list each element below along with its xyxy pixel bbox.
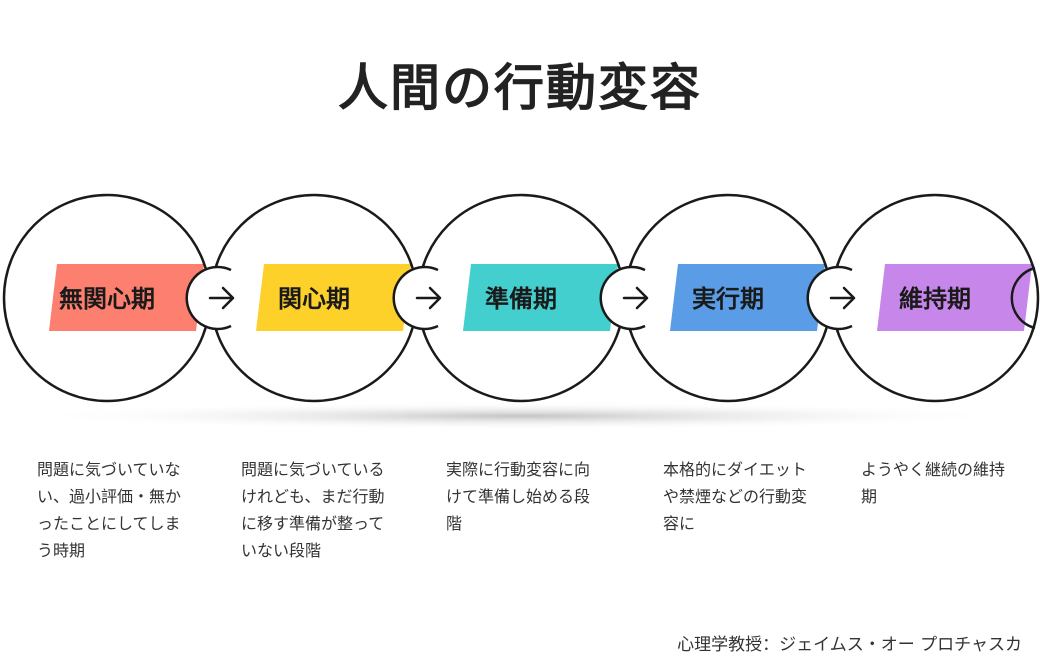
credit-text: 心理学教授：ジェイムス・オー プロチャスカ [677, 635, 1022, 655]
ground-shadow [20, 402, 1020, 430]
arrow-right-icon [622, 286, 649, 310]
stage-description: 問題に気づいているけれども、まだ行動に移す準備が整っていない段階 [241, 460, 385, 560]
stage-description: 実際に行動変容に向けて準備し始める段階 [446, 460, 591, 533]
stage-band [670, 264, 825, 331]
stage-diagram: 無関心期 関心期 準備期 実行期 維持期 [2, 193, 1040, 430]
stage-label: 実行期 [692, 285, 764, 313]
connector-arc [1010, 266, 1036, 330]
connector-arc [806, 265, 853, 331]
stage-label: 維持期 [899, 285, 971, 313]
arrow-right-icon [208, 286, 235, 310]
arrow-right-icon [415, 286, 442, 310]
stage-band [463, 264, 618, 331]
stage-label: 関心期 [278, 285, 350, 313]
connector-arc [599, 265, 646, 331]
stage-band [256, 264, 411, 331]
stage-label: 準備期 [485, 285, 557, 313]
stage-label: 無関心期 [59, 285, 155, 313]
connector-arc [185, 265, 232, 331]
stage-description: ようやく継続の維持期 [861, 460, 1006, 506]
arrow-right-icon [829, 286, 856, 310]
stage-band [49, 264, 204, 331]
page-title: 人間の行動変容 [338, 59, 702, 117]
stage-description: 問題に気づいていない、過小評価・無かったことにしてしまう時期 [37, 460, 182, 560]
stage-description: 本格的にダイエットや禁煙などの行動変容に [663, 460, 808, 533]
stage-band [877, 264, 1032, 331]
connector-arc [392, 265, 439, 331]
